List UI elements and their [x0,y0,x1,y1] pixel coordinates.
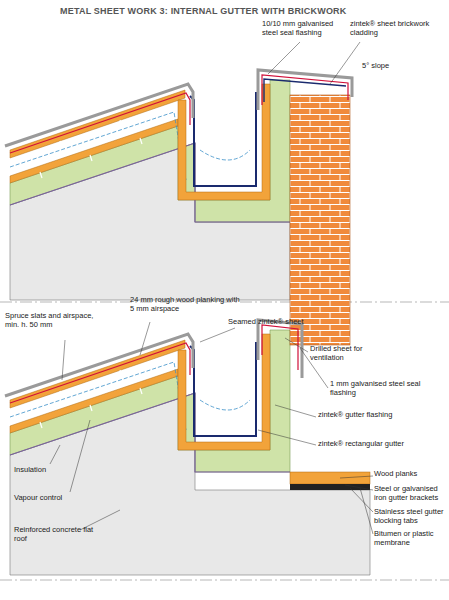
part-label: 5° slope [362,62,422,71]
part-label: Reinforced concrete flat roof [14,526,94,543]
part-label: Steel or galvanised iron gutter brackets [374,485,446,502]
part-label: Bitumen or plastic membrane [374,530,446,547]
part-label: zintek® gutter flashing [318,411,428,420]
part-label: Seamed zintek® sheet [228,318,308,327]
part-label: Spruce slats and airspace, min. h. 50 mm [5,312,95,329]
title: METAL SHEET WORK 3: INTERNAL GUTTER WITH… [60,6,440,16]
part-label: Vapour control [14,494,84,503]
part-label: Drilled sheet for ventilation [310,345,380,362]
part-label: 24 mm rough wood planking with 5 mm airs… [130,296,240,313]
part-label: 1 mm galvanised steel seal flashing [330,380,435,397]
part-label: Insulation [14,466,84,475]
part-label: Wood planks [374,470,446,479]
part-label: 10/10 mm galvanised steel seal flashing [262,20,342,37]
part-label: zintek® sheet brickwork cladding [350,20,435,37]
part-label: zintek® rectangular gutter [318,440,438,449]
part-label: Stainless steel gutter blocking tabs [374,508,446,525]
